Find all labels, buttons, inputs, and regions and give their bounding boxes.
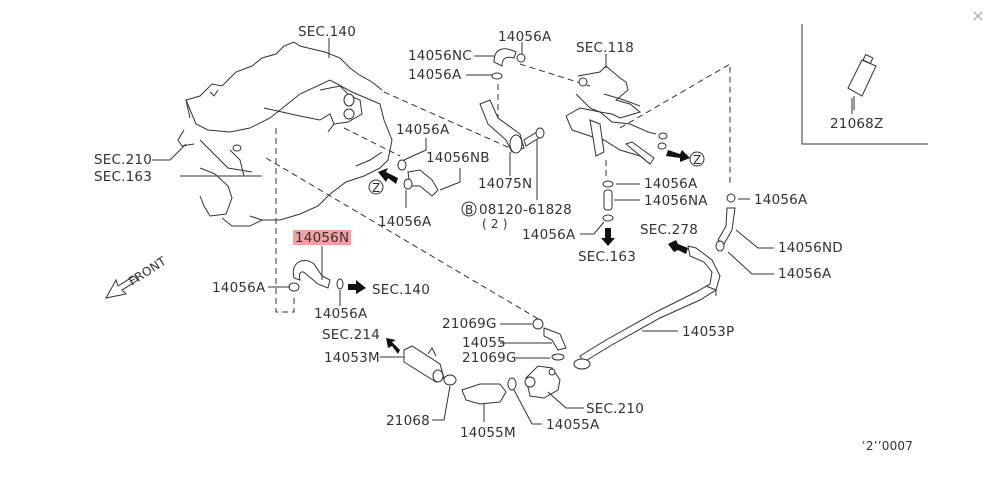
dashed-leader [265, 157, 541, 321]
z-marker-right: Z [693, 153, 701, 167]
callout-14056n-highlighted[interactable]: 14056N [295, 230, 349, 246]
hose-14053m [403, 345, 445, 383]
arrow-to-sec214 [386, 338, 400, 354]
pipe-14053p [573, 245, 721, 370]
diagram-code: ʿ2’’0007 [862, 439, 913, 453]
callout-21068[interactable]: 21068 [386, 413, 430, 429]
water-outlet-assembly [565, 65, 668, 165]
callout-14056a[interactable]: 14056A [314, 306, 368, 322]
callout-14056nc[interactable]: 14056NC [408, 48, 472, 64]
hose-14056nc [491, 48, 526, 80]
callout-14056a[interactable]: 14056A [378, 214, 432, 230]
front-direction-arrow [105, 275, 139, 299]
callout-14056a[interactable]: 14056A [498, 29, 552, 45]
callout-sec163[interactable]: SEC.163 [94, 169, 152, 185]
callout-21069g[interactable]: 21069G [462, 350, 517, 366]
highlight-14056n [293, 230, 351, 245]
callout-14075n[interactable]: 14075N [478, 176, 532, 192]
z-marker-right-circle [689, 151, 705, 167]
callout-14056nd[interactable]: 14056ND [778, 240, 843, 256]
hose-14056n [288, 260, 344, 292]
callout-14056a[interactable]: 14056A [522, 227, 576, 243]
callout-sec118[interactable]: SEC.118 [576, 40, 634, 56]
callout-14056a[interactable]: 14056A [644, 176, 698, 192]
clamp-14055a [507, 377, 517, 391]
bolt-marker-circle [461, 201, 477, 217]
callout-14055m[interactable]: 14055M [460, 425, 516, 441]
leader-lines [152, 38, 853, 425]
callout-sec140[interactable]: SEC.140 [372, 282, 430, 298]
dashed-bracket [275, 128, 295, 313]
callout-14055a[interactable]: 14055A [546, 417, 600, 433]
callout-14055[interactable]: 14055 [462, 335, 506, 351]
hose-14055 [532, 318, 567, 361]
dashed-leader [619, 63, 731, 186]
callout-08120-61828[interactable]: 08120-61828 [479, 202, 572, 218]
callout-sec163[interactable]: SEC.163 [578, 249, 636, 265]
front-label: FRONT [126, 254, 169, 289]
dashed-leader [383, 91, 511, 149]
callout-14056a[interactable]: 14056A [754, 192, 808, 208]
callout-14053p[interactable]: 14053P [682, 324, 734, 340]
dashed-leader [343, 127, 401, 157]
bolt-marker: B [465, 203, 473, 217]
callout-14053m[interactable]: 14053M [324, 350, 380, 366]
clamp-21068 [443, 374, 457, 386]
callout-14056a[interactable]: 14056A [396, 122, 450, 138]
callout-sec210[interactable]: SEC.210 [586, 401, 644, 417]
hose-14055m [461, 383, 507, 405]
arrow-to-z-right [666, 150, 690, 162]
callout-21069g[interactable]: 21069G [442, 316, 497, 332]
sealant-tube [847, 53, 877, 110]
arrow-to-z-left [378, 168, 398, 184]
engine-block-drawing [177, 41, 393, 227]
arrow-to-sec140 [348, 280, 366, 294]
arrow-down-sec163 [601, 228, 615, 246]
hose-14056na [602, 180, 614, 222]
z-marker-left: Z [372, 181, 380, 195]
callout-sec278[interactable]: SEC.278 [640, 222, 698, 238]
callout-14056nb[interactable]: 14056NB [426, 150, 490, 166]
close-icon[interactable]: × [971, 6, 985, 25]
water-pump-housing [524, 365, 561, 399]
dashed-leader [519, 63, 591, 87]
z-marker-left-circle [368, 179, 384, 195]
pipe-14075n [479, 99, 545, 154]
callout-sec210[interactable]: SEC.210 [94, 152, 152, 168]
bolt-quantity: ( 2 ) [482, 217, 508, 231]
inset-box [801, 24, 928, 145]
callout-14056a[interactable]: 14056A [408, 67, 462, 83]
callout-14056a[interactable]: 14056A [212, 280, 266, 296]
callout-21068z[interactable]: 21068Z [830, 116, 883, 132]
arrow-to-sec278 [668, 240, 688, 254]
hose-14056nb [397, 159, 439, 197]
callout-14056a[interactable]: 14056A [778, 266, 832, 282]
callout-14056na[interactable]: 14056NA [644, 193, 708, 209]
callout-sec214[interactable]: SEC.214 [322, 327, 380, 343]
hose-14056nd [715, 193, 736, 252]
callout-sec140[interactable]: SEC.140 [298, 24, 356, 40]
